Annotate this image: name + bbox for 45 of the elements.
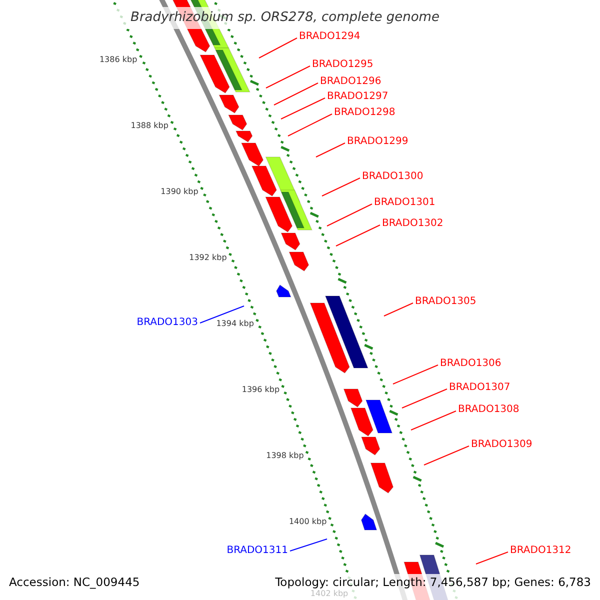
- gene-label: BRADO1307: [449, 381, 510, 395]
- gene-label: BRADO1296: [320, 75, 382, 89]
- leader-line: [476, 552, 508, 564]
- tick-label: 1402 kbp: [310, 589, 348, 599]
- gene-label: BRADO1298: [334, 106, 396, 120]
- leader-line: [316, 142, 346, 158]
- leader-line: [274, 82, 318, 106]
- gene-label: BRADO1305: [415, 295, 476, 309]
- genome-info-text: Topology: circular; Length: 7,456,587 bp; Genes: 6,783: [275, 575, 591, 589]
- gene-label: BRADO1302: [382, 217, 444, 231]
- accession-text: Accession: NC_009445: [9, 575, 140, 589]
- gene-label: BRADO1300: [362, 170, 424, 184]
- tick-label: 1392 kbp: [189, 253, 227, 263]
- leader-line: [280, 98, 326, 120]
- leader-line: [410, 410, 456, 430]
- gene-label: BRADO1295: [312, 58, 374, 72]
- leader-line: [326, 204, 372, 226]
- tick-label: 1394 kbp: [216, 319, 254, 329]
- leader-line: [392, 364, 438, 384]
- leader-line: [290, 538, 328, 552]
- tick-label: 1400 kbp: [288, 517, 327, 527]
- gene-label: BRADO1297: [327, 90, 388, 104]
- gene-label: BRADO1299: [347, 135, 408, 149]
- gene-label: BRADO1294: [299, 30, 360, 44]
- leader-line: [402, 388, 448, 408]
- leader-line: [384, 302, 414, 316]
- gene-label: BRADO1309: [471, 438, 532, 452]
- leader-line: [200, 306, 244, 324]
- tick-label: 1388 kbp: [130, 121, 168, 131]
- gene-label: BRADO1312: [510, 544, 572, 558]
- gene-label: BRADO1301: [374, 196, 436, 210]
- gene-label: BRADO1306: [440, 357, 502, 371]
- gene-label: BRADO1303: [136, 316, 198, 330]
- gene-label: BRADO1311: [226, 544, 288, 558]
- tick-label: 1390 kbp: [160, 187, 198, 197]
- leader-line: [258, 38, 298, 58]
- leader-line: [336, 224, 380, 246]
- gene-label: BRADO1308: [458, 403, 520, 417]
- tick-label: 1398 kbp: [266, 451, 304, 461]
- tick-label: 1386 kbp: [99, 55, 138, 65]
- leader-line: [424, 446, 470, 466]
- leader-line: [288, 114, 332, 136]
- leader-line: [266, 66, 310, 88]
- tick-label: 1396 kbp: [242, 385, 280, 395]
- leader-line: [322, 178, 360, 196]
